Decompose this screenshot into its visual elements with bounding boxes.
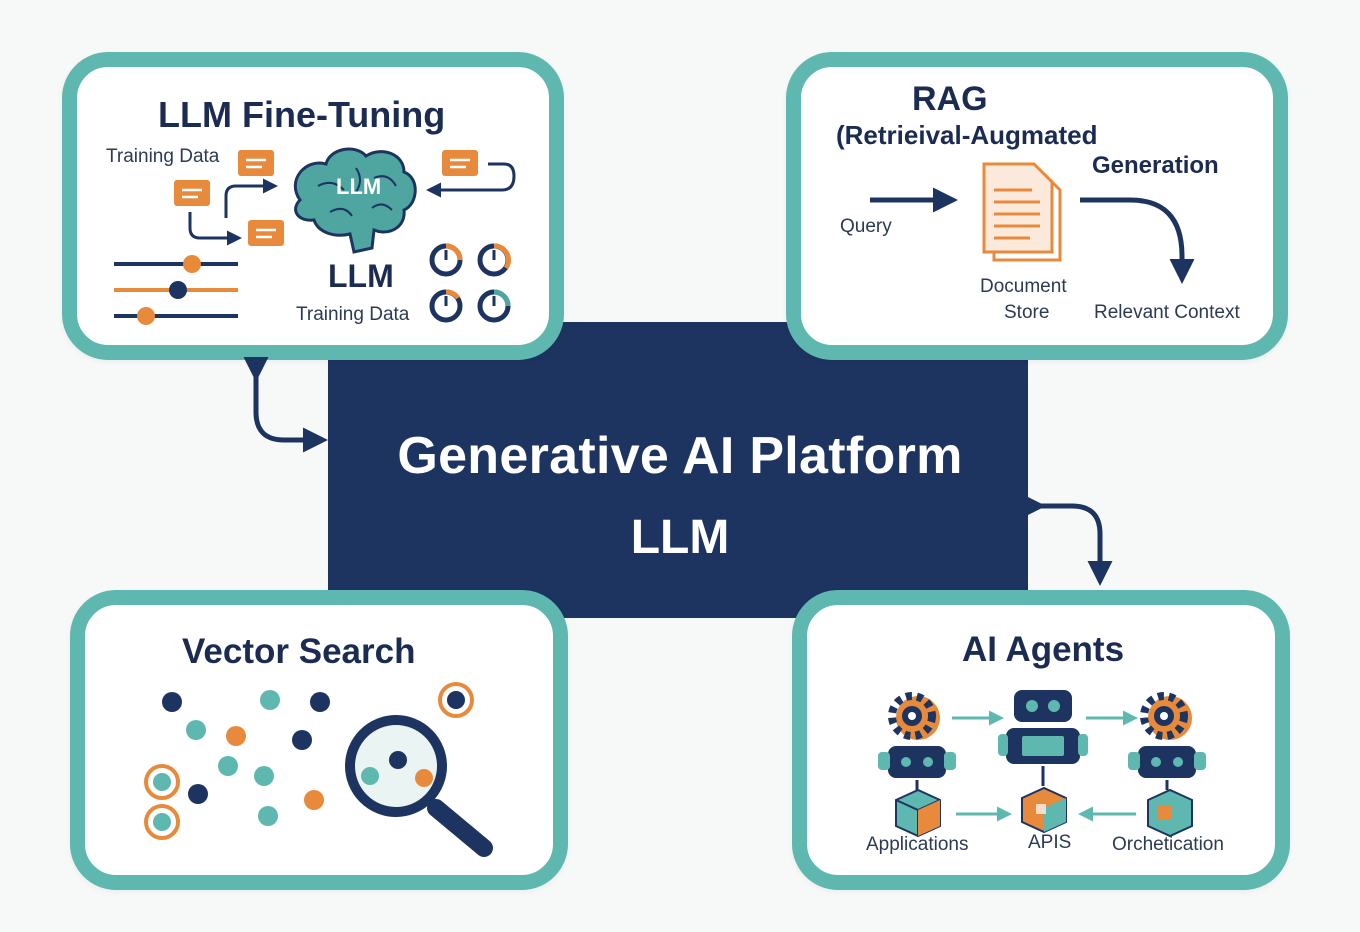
connector-center-to-agents (1021, 493, 1113, 586)
data-flow-arrows (188, 162, 516, 246)
rag-title: RAG (912, 80, 988, 118)
brain-llm-label: LLM (336, 174, 382, 199)
box-icon (1147, 788, 1193, 838)
robot-icon (1128, 746, 1206, 778)
orchestration-label: Orchetication (1112, 834, 1224, 855)
document-icon (174, 180, 210, 206)
training-data-label: Training Data (296, 304, 410, 325)
robot-icon (878, 746, 956, 778)
query-label: Query (840, 216, 892, 237)
training-data-label: Training Data (106, 146, 220, 167)
document-icon (238, 150, 274, 176)
progress-dial-icons (429, 243, 511, 323)
document-store-label-line2: Store (1004, 302, 1050, 323)
vector-points (144, 682, 474, 840)
magnifying-glass-icon (345, 715, 493, 857)
document-store-icon (982, 162, 1062, 262)
slider-controls-icon (114, 255, 238, 325)
document-icon (442, 150, 478, 176)
connector-llm-to-center (243, 357, 328, 453)
rag-title-line2: (Retrieival-Augmated (836, 120, 1098, 150)
gear-icon (888, 692, 940, 740)
platform-center-block (328, 322, 1028, 618)
robot-icon (998, 690, 1088, 764)
document-icon (248, 220, 284, 246)
brain-icon (293, 147, 417, 254)
agent-flow-arrows (915, 710, 1169, 822)
box-icon (1021, 786, 1067, 834)
apis-label: APIS (1028, 832, 1072, 853)
platform-title: Generative AI Platform (397, 427, 963, 485)
applications-label: Applications (866, 834, 969, 855)
gear-icon (1140, 692, 1192, 740)
relevant-context-label: Relevant Context (1094, 302, 1240, 323)
ai-agents-title: AI Agents (962, 630, 1125, 669)
rag-title-line3: Generation (1092, 152, 1219, 179)
box-icon (895, 788, 941, 838)
llm-finetuning-title: LLM Fine-Tuning (158, 94, 446, 135)
platform-subtitle: LLM (630, 511, 730, 564)
document-store-label: Document (980, 276, 1067, 297)
vector-search-title: Vector Search (182, 632, 416, 671)
llm-label: LLM (328, 258, 394, 294)
relevant-context-arrow (1080, 197, 1195, 284)
